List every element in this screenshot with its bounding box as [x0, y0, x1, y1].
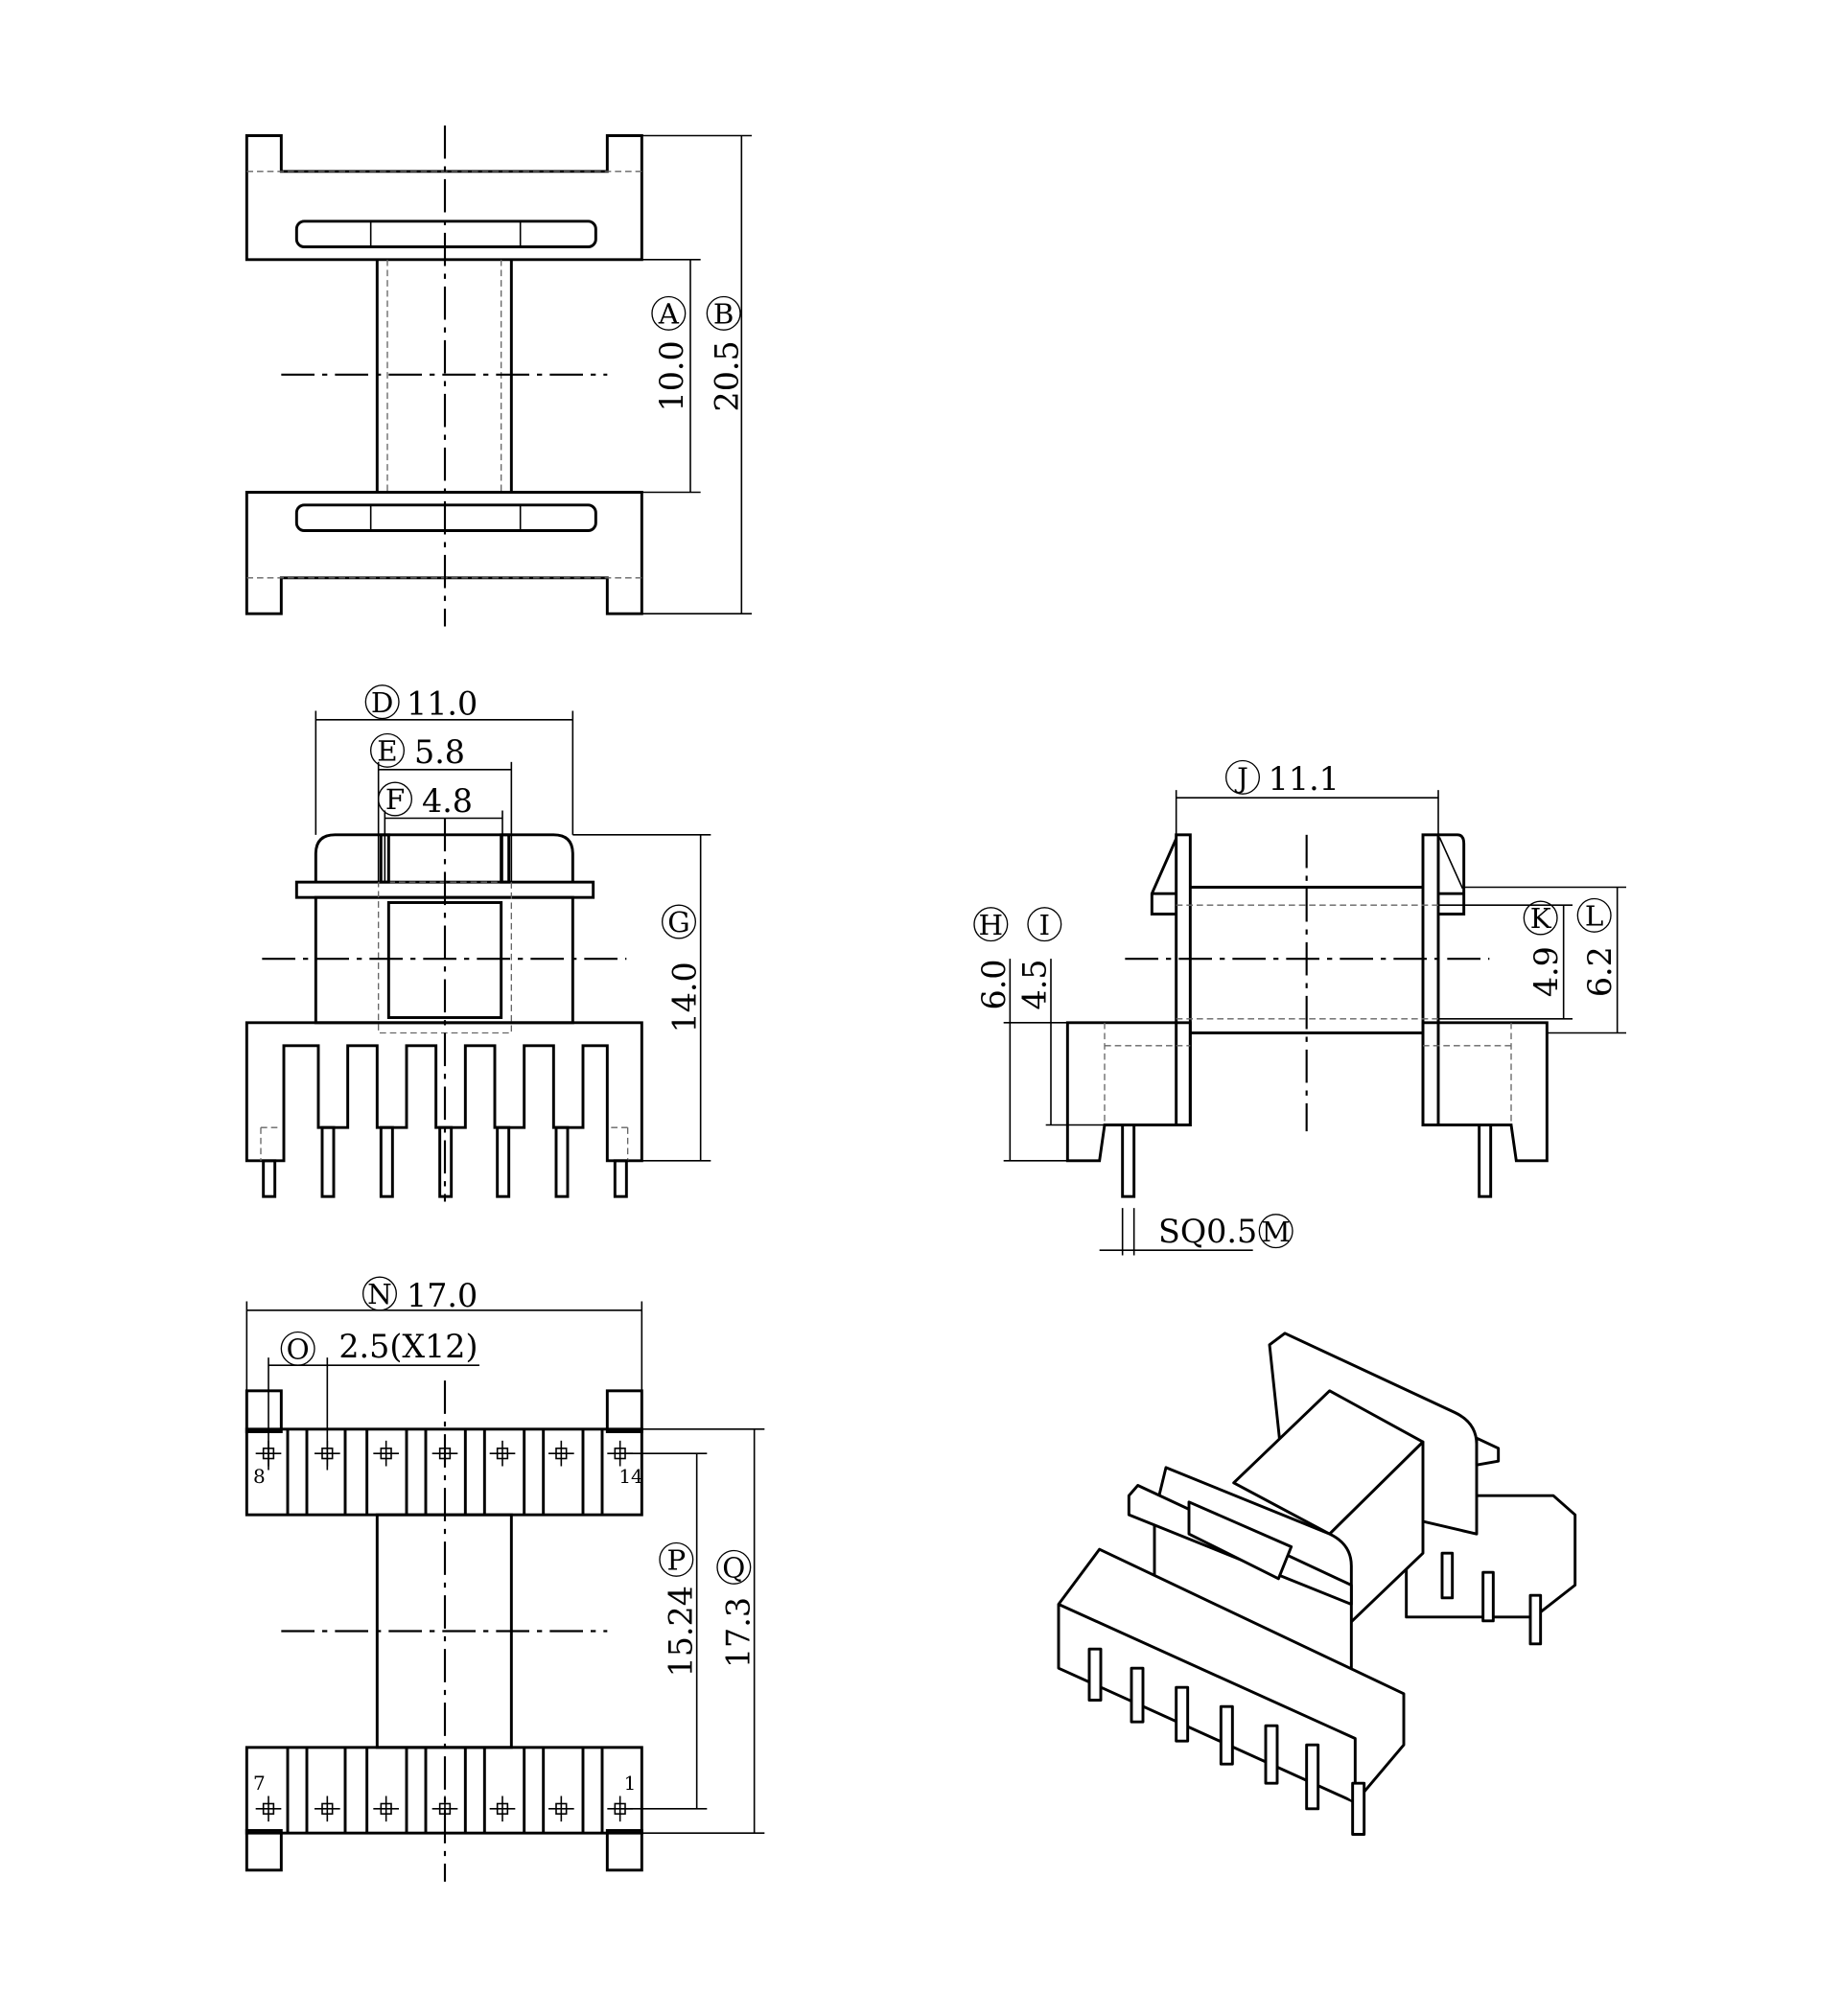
dim-k-value: 4.9	[1527, 946, 1565, 997]
dim-g-label: G	[667, 906, 689, 938]
pin-marker	[548, 1440, 574, 1467]
pin-marker	[489, 1796, 516, 1822]
dim-o-label: O	[287, 1333, 310, 1366]
pin-marker	[548, 1796, 574, 1822]
dim-p-value: 15.24	[662, 1586, 699, 1677]
dim-i: I 4.5	[1016, 907, 1062, 1010]
dim-a-value: 10.0	[653, 340, 690, 411]
dim-e-value: 5.8	[414, 733, 465, 771]
dim-n-label: N	[367, 1278, 392, 1310]
dim-l-label: L	[1585, 900, 1603, 933]
dim-b-label: B	[713, 298, 734, 331]
dim-d-value: 11.0	[407, 685, 478, 723]
dim-n-value: 17.0	[407, 1277, 478, 1314]
top-view: A 10.0 B 20.5	[245, 125, 752, 627]
dim-j: J 11.1	[1225, 759, 1340, 798]
dim-h-label: H	[979, 909, 1004, 941]
pin-marker	[373, 1440, 399, 1467]
pin-marker	[255, 1796, 282, 1822]
dim-h-value: 6.0	[975, 959, 1013, 1009]
side-view: J 11.1 H 6.0 I 4.5 K 4.9 L 6.2 SQ0.5 M	[973, 759, 1626, 1256]
dim-o-value: 2.5(X12)	[338, 1328, 478, 1365]
dim-e: E 5.8	[370, 732, 465, 771]
dim-q: Q 17.3	[716, 1549, 757, 1668]
dim-q-value: 17.3	[719, 1597, 757, 1668]
dim-d: D 11.0	[364, 684, 478, 723]
dim-q-label: Q	[722, 1552, 745, 1585]
front-view: D 11.0 E 5.8 F 4.8 G 14.0	[245, 684, 711, 1202]
dim-j-label: J	[1234, 762, 1248, 795]
pin-marker	[489, 1440, 516, 1467]
dim-g-value: 14.0	[665, 962, 703, 1032]
bottom-view: 8 14 7 1 N 17.0 O 2.5(X12) P 15.24 Q	[245, 1276, 765, 1882]
pin-number-7: 7	[253, 1772, 266, 1795]
dim-p: P 15.24	[659, 1541, 699, 1678]
slot-dividers	[286, 1428, 604, 1834]
dim-b-value: 20.5	[708, 340, 745, 411]
dim-f-value: 4.8	[422, 782, 473, 820]
dim-f: F 4.8	[378, 781, 473, 820]
dim-f-label: F	[385, 783, 405, 816]
dim-m-value: SQ0.5	[1158, 1213, 1257, 1250]
pin-number-14: 14	[618, 1465, 642, 1488]
isometric-view	[1057, 1332, 1577, 1836]
dim-a-label: A	[658, 298, 680, 331]
pin-marker	[373, 1796, 399, 1822]
dim-l-value: 6.2	[1581, 946, 1619, 997]
pin-number-8: 8	[253, 1465, 266, 1488]
dim-i-label: I	[1039, 909, 1051, 941]
dim-e-label: E	[377, 735, 397, 768]
dim-n: N 17.0	[362, 1276, 478, 1314]
dim-h: H 6.0	[973, 907, 1013, 1010]
dim-b: B 20.5	[706, 295, 745, 412]
dim-a: A 10.0	[651, 295, 690, 412]
dim-o: O 2.5(X12)	[280, 1328, 478, 1366]
dim-i-value: 4.5	[1016, 959, 1054, 1009]
dim-k: K 4.9	[1523, 900, 1565, 997]
dim-k-label: K	[1530, 902, 1552, 935]
pin-marker	[315, 1796, 340, 1822]
dim-m: SQ0.5 M	[1158, 1213, 1293, 1250]
dim-p-label: P	[666, 1544, 686, 1577]
dim-j-value: 11.1	[1269, 760, 1340, 798]
dim-d-label: D	[371, 686, 394, 719]
dim-l: L 6.2	[1576, 897, 1619, 997]
dim-m-label: M	[1262, 1216, 1291, 1248]
pin-number-1: 1	[624, 1772, 637, 1795]
dim-g: G 14.0	[662, 904, 703, 1033]
